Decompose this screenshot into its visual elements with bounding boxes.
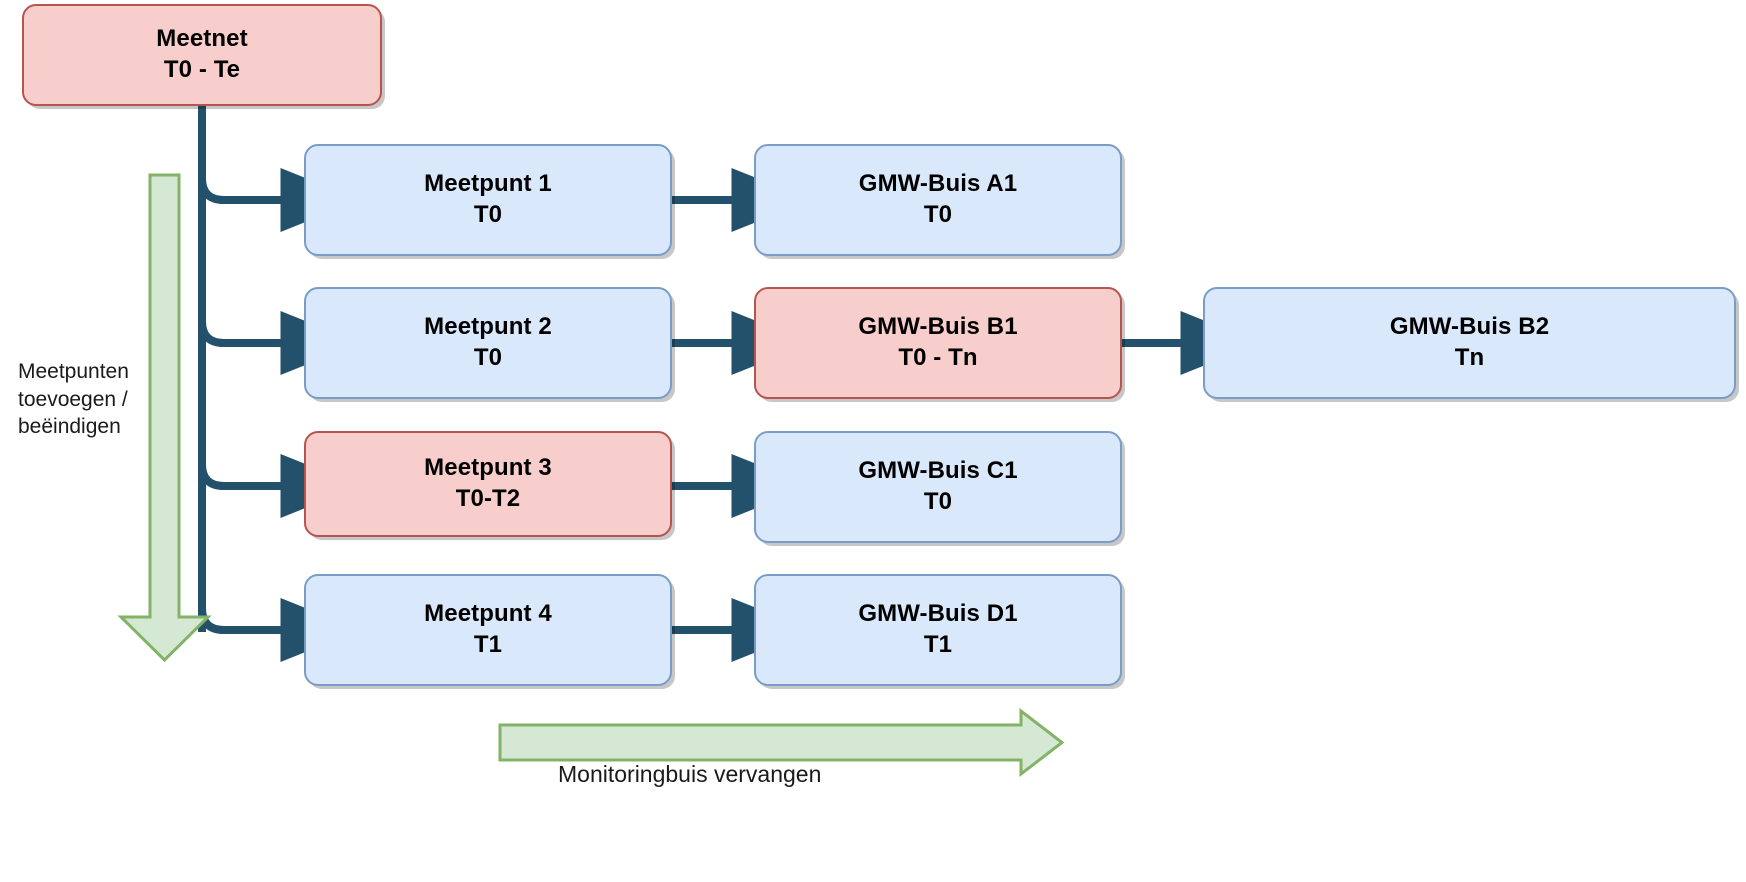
node-meetpunt-2[interactable]: Meetpunt 2 T0	[304, 287, 672, 399]
node-meetpunt-4-line1: Meetpunt 4	[424, 600, 552, 628]
node-meetpunt-4-line2: T1	[473, 631, 503, 658]
node-meetnet-line1: Meetnet	[156, 25, 248, 53]
node-meetpunt-3-line1: Meetpunt 3	[424, 454, 552, 482]
node-gmw-buis-b1[interactable]: GMW-Buis B1 T0 - Tn	[754, 287, 1122, 399]
node-gmw-buis-a1-line1: GMW-Buis A1	[858, 170, 1018, 198]
connector-meetnet-to-meetpunt2	[198, 311, 361, 375]
node-gmw-buis-b1-line1: GMW-Buis B1	[858, 313, 1018, 341]
node-gmw-buis-b2-line2: Tn	[1454, 344, 1485, 371]
label-meetpunten-toevoegen-beeindigen: Meetpunten toevoegen / beëindigen	[18, 360, 129, 439]
node-meetpunt-1-line1: Meetpunt 1	[424, 170, 552, 198]
node-gmw-buis-d1[interactable]: GMW-Buis D1 T1	[754, 574, 1122, 686]
node-gmw-buis-a1[interactable]: GMW-Buis A1 T0	[754, 144, 1122, 256]
label-monitoringbuis-vervangen: Monitoringbuis vervangen	[558, 761, 822, 787]
node-gmw-buis-b2-line1: GMW-Buis B2	[1389, 313, 1550, 341]
node-meetpunt-2-line2: T0	[473, 344, 503, 371]
node-gmw-buis-c1-line2: T0	[923, 488, 953, 515]
node-gmw-buis-b2[interactable]: GMW-Buis B2 Tn	[1203, 287, 1736, 399]
node-meetpunt-4[interactable]: Meetpunt 4 T1	[304, 574, 672, 686]
node-meetpunt-3[interactable]: Meetpunt 3 T0-T2	[304, 431, 672, 537]
node-gmw-buis-b1-line2: T0 - Tn	[898, 344, 978, 371]
node-gmw-buis-d1-line1: GMW-Buis D1	[858, 600, 1018, 628]
node-meetpunt-1-line2: T0	[473, 201, 503, 228]
node-meetnet[interactable]: Meetnet T0 - Te	[22, 4, 382, 106]
node-gmw-buis-c1-line1: GMW-Buis C1	[858, 457, 1018, 485]
node-meetpunt-2-line1: Meetpunt 2	[424, 313, 552, 341]
connector-meetnet-to-meetpunt4	[198, 598, 361, 662]
node-gmw-buis-a1-line2: T0	[923, 201, 953, 228]
node-meetpunt-1[interactable]: Meetpunt 1 T0	[304, 144, 672, 256]
node-gmw-buis-d1-line2: T1	[923, 631, 953, 658]
connector-meetnet-to-meetpunt1	[198, 168, 361, 232]
node-meetpunt-3-line2: T0-T2	[455, 485, 521, 512]
node-meetnet-line2: T0 - Te	[163, 56, 241, 83]
connector-meetnet-to-meetpunt3	[198, 454, 361, 518]
node-gmw-buis-c1[interactable]: GMW-Buis C1 T0	[754, 431, 1122, 543]
